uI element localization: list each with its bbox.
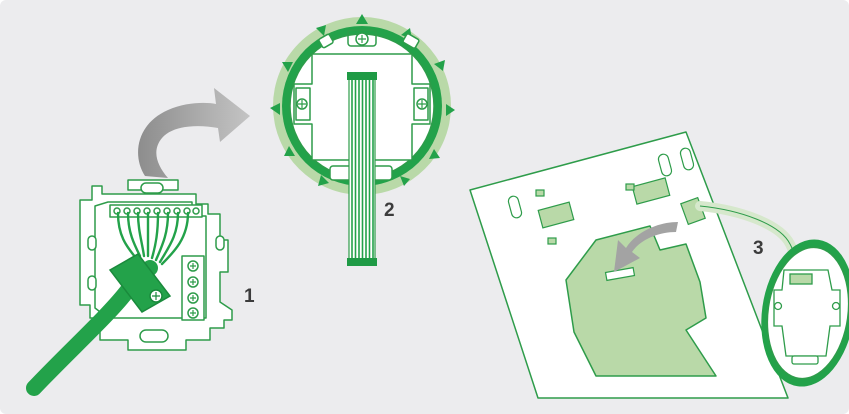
step-2-label: 2 xyxy=(384,201,395,220)
step-1-label: 1 xyxy=(244,287,255,306)
step2-ribbon-cable xyxy=(347,72,377,266)
step-3-label: 3 xyxy=(753,239,764,258)
